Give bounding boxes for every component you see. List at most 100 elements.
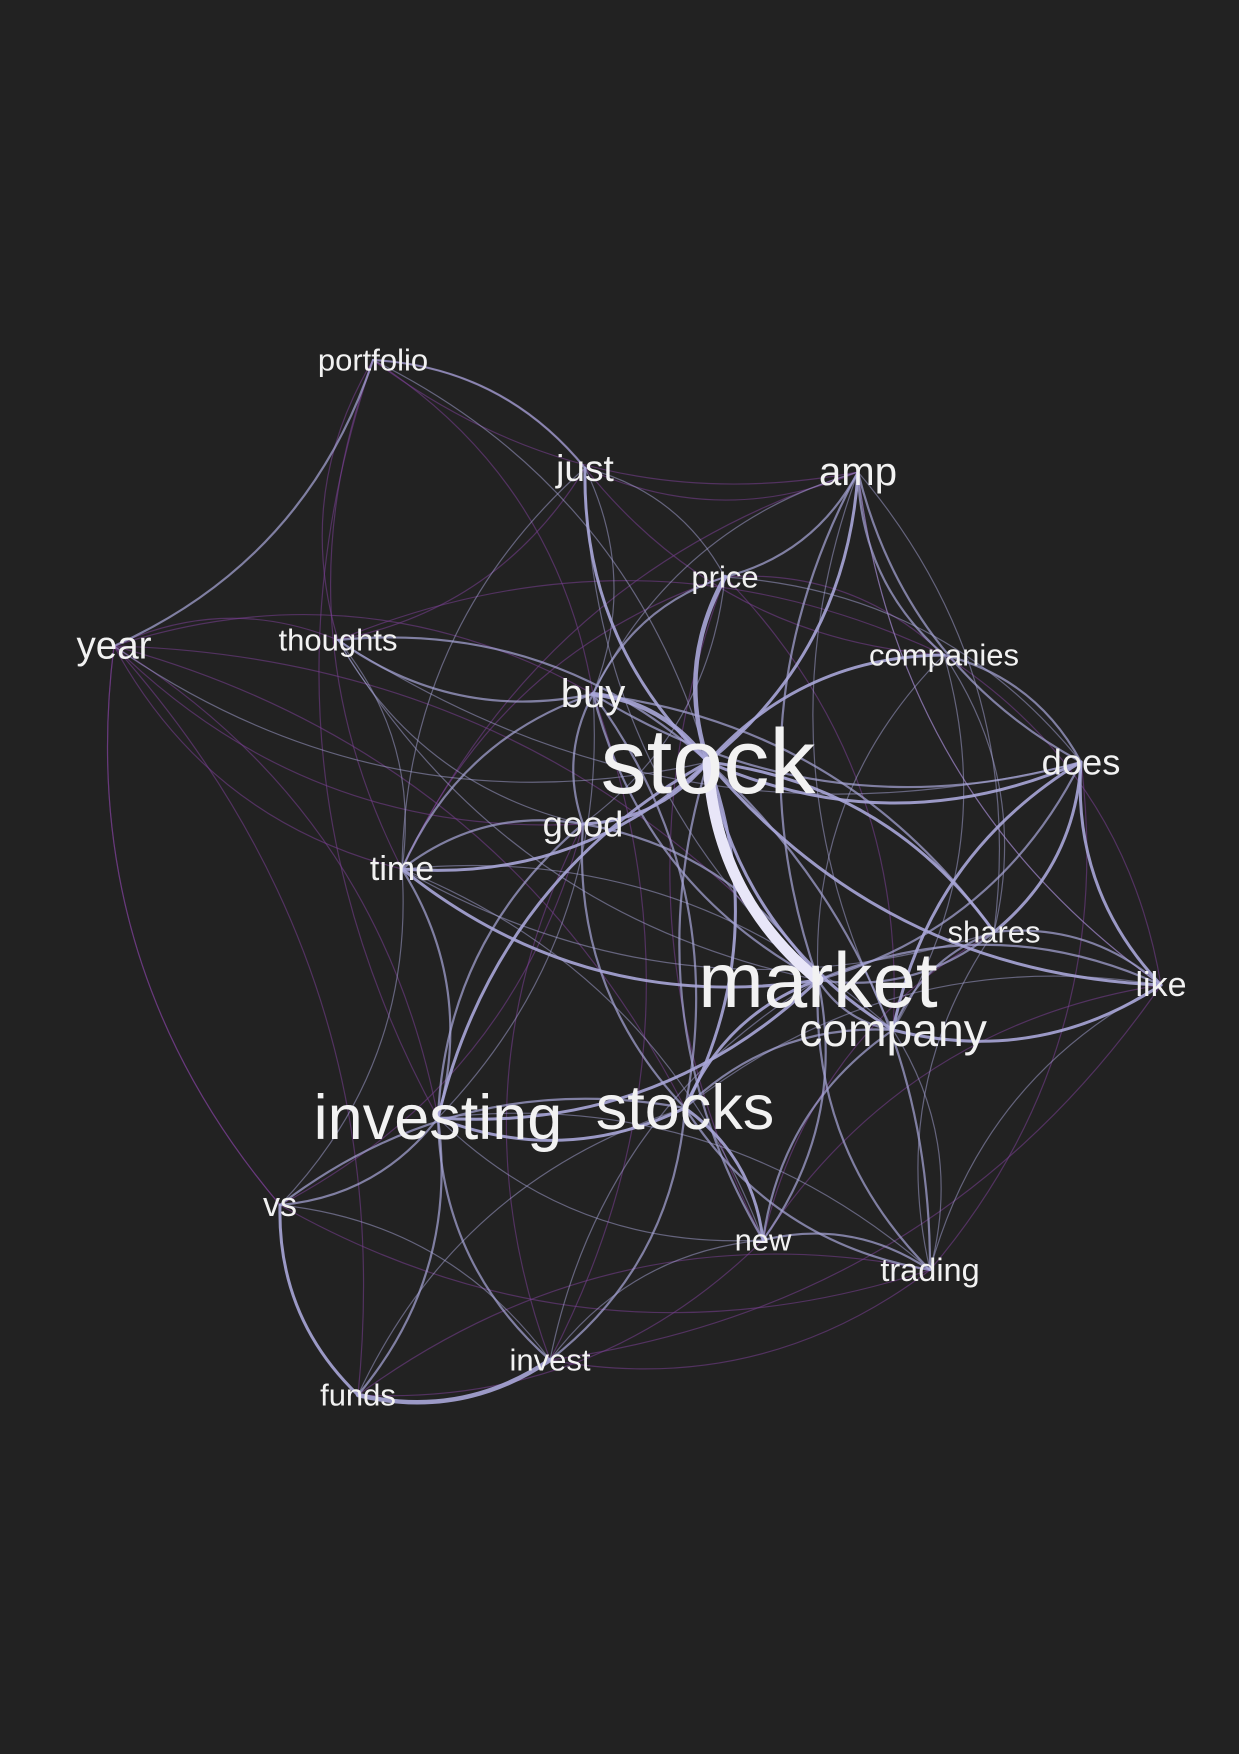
edge-like-company xyxy=(891,983,1163,1043)
edge-investing-buy xyxy=(437,693,595,1119)
edge-does-amp xyxy=(856,470,1083,764)
edge-buy-time xyxy=(400,692,595,871)
edge-layer xyxy=(106,358,1163,1405)
node-label-thoughts: thoughts xyxy=(279,623,398,658)
edge-stock-time xyxy=(400,760,710,872)
edge-vs-time xyxy=(279,868,404,1206)
edge-portfolio-year xyxy=(112,358,375,648)
node-label-investing: investing xyxy=(314,1083,563,1153)
node-label-stocks: stocks xyxy=(596,1073,775,1143)
edge-stock-company xyxy=(706,760,895,1032)
edge-invest-vs xyxy=(279,1204,551,1361)
edge-stocks-good xyxy=(580,822,687,1110)
node-label-companies: companies xyxy=(869,638,1019,673)
edge-stocks-trading xyxy=(683,1106,932,1272)
edge-does-like xyxy=(1078,760,1163,987)
edge-new-trading xyxy=(761,1232,932,1272)
edge-year-time xyxy=(113,645,403,870)
node-label-vs: vs xyxy=(263,1186,297,1224)
edge-shares-trading xyxy=(917,931,995,1271)
edge-does-company xyxy=(891,760,1083,1032)
edge-like-new xyxy=(762,984,1162,1241)
edge-invest-funds xyxy=(355,1357,553,1405)
edge-stock-year xyxy=(113,645,709,783)
edge-portfolio-amp xyxy=(372,359,859,485)
node-label-portfolio: portfolio xyxy=(318,343,428,378)
edge-vs-year xyxy=(106,645,281,1206)
node-label-company: company xyxy=(799,1004,988,1056)
edge-stocks-new xyxy=(683,1106,765,1242)
edge-buy-good xyxy=(572,692,595,826)
edge-stock-new xyxy=(678,760,765,1242)
edge-stocks-vs xyxy=(278,1097,687,1207)
edge-market-time xyxy=(400,867,820,989)
node-label-stock: stock xyxy=(601,711,817,813)
edge-trading-funds xyxy=(357,1253,931,1396)
edge-good-price xyxy=(582,576,726,825)
node-label-new: new xyxy=(735,1223,792,1258)
node-label-price: price xyxy=(691,560,758,595)
edge-just-time xyxy=(401,467,586,870)
edge-stock-companies xyxy=(706,653,946,764)
edge-stock-investing xyxy=(436,760,710,1120)
node-label-time: time xyxy=(370,850,434,888)
node-label-year: year xyxy=(76,625,151,668)
edge-market-trading xyxy=(816,978,932,1272)
edge-time-shares xyxy=(401,868,995,971)
edge-company-trading xyxy=(892,1029,942,1271)
edge-stock-price xyxy=(693,574,728,765)
edge-investing-time xyxy=(400,867,452,1120)
node-label-invest: invest xyxy=(510,1343,591,1378)
edge-companies-price xyxy=(724,575,945,656)
label-layer: stock market stocks investing company amp buy y… xyxy=(76,343,1186,1413)
edge-amp-just xyxy=(584,467,859,501)
edge-like-invest xyxy=(549,984,1162,1361)
edge-thoughts-time xyxy=(337,639,406,870)
edge-companies-like xyxy=(943,654,1162,986)
node-label-does: does xyxy=(1042,742,1121,783)
node-label-buy: buy xyxy=(561,672,626,716)
edge-market-investing xyxy=(436,978,820,1121)
edge-price-time xyxy=(401,576,726,870)
edge-amp-companies xyxy=(856,470,946,657)
edge-market-new xyxy=(761,978,827,1242)
edge-investing-stocks xyxy=(436,1106,687,1142)
node-label-market: market xyxy=(698,936,938,1024)
edge-does-buy xyxy=(591,692,1083,789)
edge-market-buy xyxy=(591,692,820,982)
edge-investing-trading xyxy=(437,1112,931,1271)
edge-does-shares xyxy=(992,760,1083,934)
edge-company-companies xyxy=(892,654,965,1031)
edge-portfolio-buy xyxy=(372,359,594,695)
edge-good-time xyxy=(400,819,585,871)
edge-stock-portfolio xyxy=(372,359,709,763)
edge-buy-thoughts xyxy=(336,638,595,703)
node-label-trading: trading xyxy=(880,1252,979,1288)
edge-amp-like xyxy=(857,471,1162,986)
edge-good-vs xyxy=(279,823,584,1206)
edge-amp-price xyxy=(723,470,860,579)
edge-market-stocks xyxy=(683,978,820,1110)
edge-stock-buy xyxy=(590,691,711,765)
node-label-amp: amp xyxy=(819,450,897,494)
node-label-good: good xyxy=(543,804,624,845)
edge-does-price xyxy=(724,576,1082,763)
edge-stock-amp xyxy=(706,470,860,764)
edge-just-companies xyxy=(584,467,945,656)
edge-buy-price xyxy=(591,575,727,696)
edge-investing-invest xyxy=(436,1116,552,1362)
edge-stocks-invest xyxy=(548,1106,687,1362)
edge-company-shares xyxy=(891,930,996,1032)
edge-amp-shares xyxy=(857,471,1001,933)
edge-companies-shares xyxy=(943,654,1006,933)
edge-stocks-buy xyxy=(591,692,698,1110)
edge-invest-new xyxy=(549,1239,764,1361)
edge-portfolio-just xyxy=(371,358,587,470)
edge-stock-does xyxy=(706,760,1083,805)
edge-portfolio-thoughts xyxy=(321,359,374,641)
edge-year-vs xyxy=(106,645,281,1206)
edge-like-amp xyxy=(857,471,1162,986)
edge-company-amp xyxy=(812,471,894,1031)
edge-stocks-year xyxy=(113,645,686,1109)
